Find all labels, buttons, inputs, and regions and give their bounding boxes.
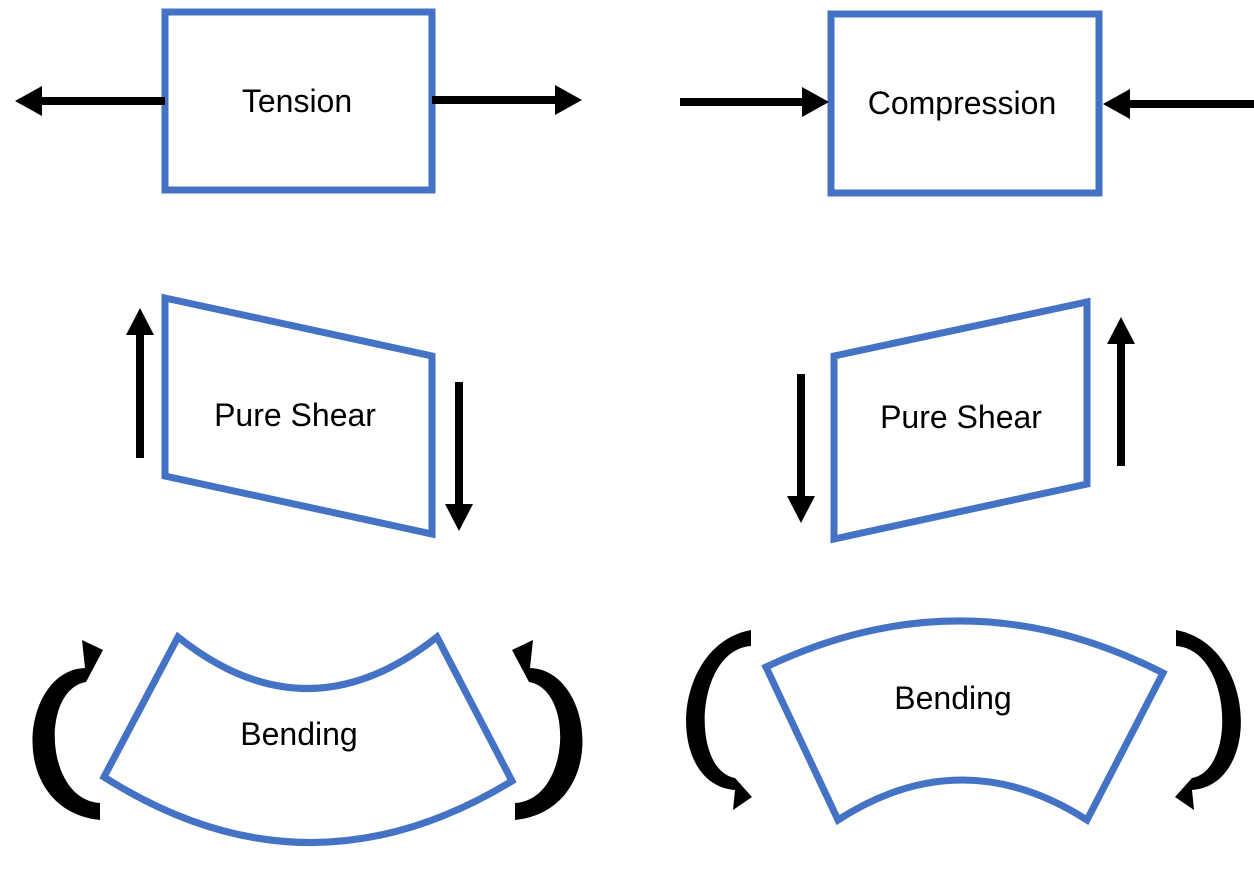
shear-right-parallelogram xyxy=(830,297,1091,544)
bending-left-panel: Bending xyxy=(32,631,583,846)
shear-left-down-arrow xyxy=(445,382,473,531)
bending-right-ccw-moment-arrow xyxy=(686,630,752,810)
compression-label: Compression xyxy=(868,85,1057,121)
compression-right-arrow xyxy=(1103,89,1254,119)
tension-panel: Tension xyxy=(15,8,582,194)
bending-right-panel: Bending xyxy=(686,617,1241,826)
shear-right-up-arrow xyxy=(1107,317,1135,466)
shear-right-panel: Pure Shear xyxy=(787,297,1135,544)
shear-right-down-arrow xyxy=(787,374,815,523)
shear-left-label: Pure Shear xyxy=(214,397,376,433)
tension-right-arrow xyxy=(432,85,582,115)
compression-panel: Compression xyxy=(680,10,1254,197)
tension-left-arrow xyxy=(15,86,165,116)
shear-left-parallelogram xyxy=(161,293,436,539)
bending-left-label: Bending xyxy=(240,716,357,752)
bending-left-ccw-moment-arrow xyxy=(32,640,103,820)
shear-left-up-arrow xyxy=(126,308,154,458)
bending-right-cw-moment-arrow xyxy=(1175,630,1241,810)
compression-left-arrow xyxy=(680,87,829,117)
shear-right-label: Pure Shear xyxy=(880,399,1042,435)
bending-left-cw-moment-arrow xyxy=(512,640,583,820)
bending-left-shape xyxy=(99,631,517,846)
tension-label: Tension xyxy=(242,83,352,119)
shear-left-panel: Pure Shear xyxy=(126,293,473,539)
compression-box xyxy=(827,10,1103,197)
bending-right-label: Bending xyxy=(894,680,1011,716)
bending-right-shape xyxy=(761,617,1168,826)
